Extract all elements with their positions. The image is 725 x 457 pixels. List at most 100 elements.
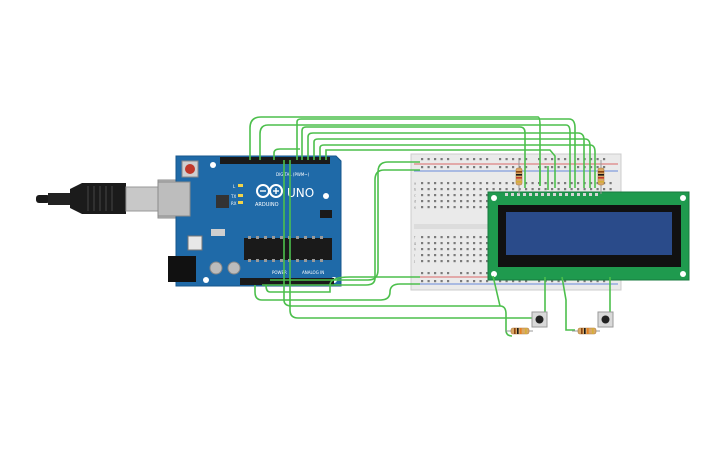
breadboard-hole[interactable] (596, 166, 599, 169)
breadboard-hole[interactable] (466, 280, 469, 283)
breadboard-hole[interactable] (486, 236, 489, 239)
breadboard-hole[interactable] (466, 236, 469, 239)
lcd-pin[interactable] (589, 193, 592, 196)
breadboard-hole[interactable] (505, 188, 508, 191)
breadboard-hole[interactable] (427, 158, 430, 161)
breadboard-hole[interactable] (440, 194, 443, 197)
breadboard-hole[interactable] (453, 206, 456, 209)
lcd-pin[interactable] (553, 193, 556, 196)
lcd-pin[interactable] (571, 193, 574, 196)
breadboard-hole[interactable] (421, 242, 424, 245)
breadboard-hole[interactable] (427, 280, 430, 283)
breadboard-hole[interactable] (460, 158, 463, 161)
breadboard-hole[interactable] (421, 236, 424, 239)
breadboard-hole[interactable] (447, 236, 450, 239)
breadboard-hole[interactable] (596, 188, 599, 191)
breadboard-hole[interactable] (421, 260, 424, 263)
breadboard-hole[interactable] (590, 182, 593, 185)
breadboard-hole[interactable] (473, 166, 476, 169)
breadboard-hole[interactable] (460, 242, 463, 245)
breadboard-hole[interactable] (460, 272, 463, 275)
breadboard-hole[interactable] (577, 158, 580, 161)
breadboard-hole[interactable] (518, 188, 521, 191)
breadboard-hole[interactable] (590, 280, 593, 283)
breadboard-hole[interactable] (460, 254, 463, 257)
breadboard-hole[interactable] (440, 236, 443, 239)
pushbutton-2[interactable] (597, 311, 614, 328)
breadboard-hole[interactable] (590, 188, 593, 191)
breadboard-hole[interactable] (473, 158, 476, 161)
breadboard-hole[interactable] (453, 254, 456, 257)
resistor-r4[interactable] (572, 327, 600, 335)
resistor-r3[interactable] (505, 327, 533, 335)
breadboard-hole[interactable] (427, 166, 430, 169)
wire[interactable] (265, 276, 420, 293)
lcd-pin[interactable] (505, 193, 508, 196)
lcd-pin[interactable] (565, 193, 568, 196)
breadboard-hole[interactable] (479, 206, 482, 209)
digital-header[interactable] (220, 157, 330, 164)
breadboard-hole[interactable] (440, 248, 443, 251)
pushbutton-cap[interactable] (535, 315, 544, 324)
breadboard-hole[interactable] (453, 182, 456, 185)
breadboard-hole[interactable] (486, 158, 489, 161)
lcd-pin-header[interactable] (505, 193, 598, 196)
breadboard-hole[interactable] (427, 200, 430, 203)
breadboard-hole[interactable] (479, 194, 482, 197)
lcd-pin[interactable] (529, 193, 532, 196)
lcd-pin[interactable] (541, 193, 544, 196)
wire[interactable] (307, 132, 585, 188)
wire[interactable] (492, 275, 501, 307)
breadboard-hole[interactable] (453, 236, 456, 239)
breadboard-hole[interactable] (557, 188, 560, 191)
breadboard-hole[interactable] (473, 260, 476, 263)
breadboard-hole[interactable] (557, 182, 560, 185)
wire[interactable] (319, 144, 596, 188)
breadboard-hole[interactable] (525, 166, 528, 169)
breadboard-hole[interactable] (434, 260, 437, 263)
breadboard-hole[interactable] (505, 182, 508, 185)
breadboard-hole[interactable] (421, 248, 424, 251)
breadboard-hole[interactable] (466, 272, 469, 275)
breadboard-hole[interactable] (421, 182, 424, 185)
breadboard-hole[interactable] (421, 254, 424, 257)
breadboard-hole[interactable] (473, 242, 476, 245)
breadboard-hole[interactable] (538, 182, 541, 185)
breadboard-hole[interactable] (557, 166, 560, 169)
breadboard-hole[interactable] (427, 188, 430, 191)
breadboard-hole[interactable] (512, 188, 515, 191)
breadboard-hole[interactable] (447, 158, 450, 161)
breadboard-hole[interactable] (460, 194, 463, 197)
breadboard-hole[interactable] (466, 206, 469, 209)
breadboard-hole[interactable] (564, 280, 567, 283)
breadboard-hole[interactable] (421, 194, 424, 197)
breadboard-hole[interactable] (447, 248, 450, 251)
breadboard-hole[interactable] (544, 158, 547, 161)
breadboard-hole[interactable] (479, 182, 482, 185)
breadboard-hole[interactable] (577, 188, 580, 191)
breadboard-hole[interactable] (538, 188, 541, 191)
breadboard-hole[interactable] (551, 188, 554, 191)
breadboard-hole[interactable] (447, 166, 450, 169)
breadboard-hole[interactable] (473, 206, 476, 209)
breadboard-hole[interactable] (609, 182, 612, 185)
breadboard-hole[interactable] (538, 166, 541, 169)
breadboard-hole[interactable] (440, 280, 443, 283)
breadboard-hole[interactable] (479, 200, 482, 203)
breadboard-hole[interactable] (564, 188, 567, 191)
breadboard-hole[interactable] (447, 242, 450, 245)
lcd-pin[interactable] (577, 193, 580, 196)
breadboard-hole[interactable] (473, 254, 476, 257)
breadboard-hole[interactable] (440, 182, 443, 185)
breadboard-hole[interactable] (447, 206, 450, 209)
resistor-r2[interactable] (597, 160, 605, 194)
lcd-16x2-display[interactable] (487, 191, 690, 281)
breadboard-hole[interactable] (596, 182, 599, 185)
breadboard-hole[interactable] (421, 158, 424, 161)
lcd-pin[interactable] (523, 193, 526, 196)
breadboard-hole[interactable] (538, 280, 541, 283)
breadboard-hole[interactable] (453, 200, 456, 203)
breadboard-hole[interactable] (447, 280, 450, 283)
breadboard-hole[interactable] (473, 182, 476, 185)
